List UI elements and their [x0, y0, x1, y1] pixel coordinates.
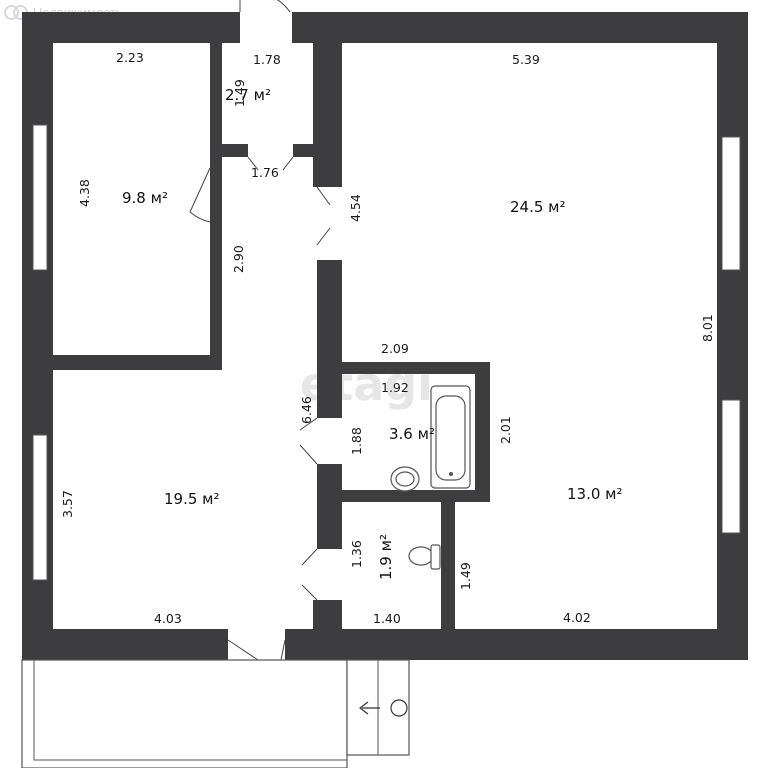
room-area-label: 24.5 м² — [510, 198, 566, 216]
dimension-label: 2.23 — [116, 50, 144, 65]
dimension-label: 1.78 — [253, 52, 281, 67]
dimension-label: 1.92 — [381, 380, 409, 395]
dimension-label: 1.40 — [373, 611, 401, 626]
room-area-label: 1.9 м² — [377, 534, 395, 580]
dimension-label: 4.02 — [563, 610, 591, 625]
bathtub-icon — [430, 385, 471, 489]
dimension-label: 1.88 — [349, 427, 364, 455]
dimension-label: 1.36 — [349, 540, 364, 568]
dimension-label: 2.01 — [498, 416, 513, 444]
door-swings — [189, 0, 331, 669]
dimension-label: 4.03 — [154, 611, 182, 626]
room-area-label: 13.0 м² — [567, 485, 623, 503]
interior-walls — [53, 43, 490, 629]
dimension-label: 6.46 — [299, 396, 314, 424]
toilet-icon — [408, 544, 441, 570]
outer-walls — [22, 12, 748, 660]
dimension-label: 2.09 — [381, 341, 409, 356]
dimension-label: 4.54 — [348, 194, 363, 222]
dimension-label: 2.90 — [231, 245, 246, 273]
room-area-label: 2.7 м² — [225, 86, 271, 104]
dimension-label: 5.39 — [512, 52, 540, 67]
room-areas: 9.8 м² 2.7 м² 24.5 м² 3.6 м² 19.5 м² 1.9… — [122, 86, 623, 580]
dimension-label: 1.49 — [458, 562, 473, 590]
windows — [32, 124, 741, 581]
dimension-label: 1.49 — [232, 79, 247, 107]
dimension-label: 1.76 — [251, 165, 279, 180]
balcony — [21, 659, 410, 768]
dimension-label: 3.57 — [60, 490, 75, 518]
sink-icon — [390, 466, 420, 492]
dimension-label: 4.38 — [77, 179, 92, 207]
dimension-label: 8.01 — [700, 314, 715, 342]
dimension-labels: 2.23 1.78 1.49 1.76 4.38 2.90 5.39 4.54 … — [60, 50, 715, 626]
room-area-label: 19.5 м² — [164, 490, 220, 508]
room-area-label: 9.8 м² — [122, 189, 168, 207]
room-area-label: 3.6 м² — [389, 425, 435, 443]
